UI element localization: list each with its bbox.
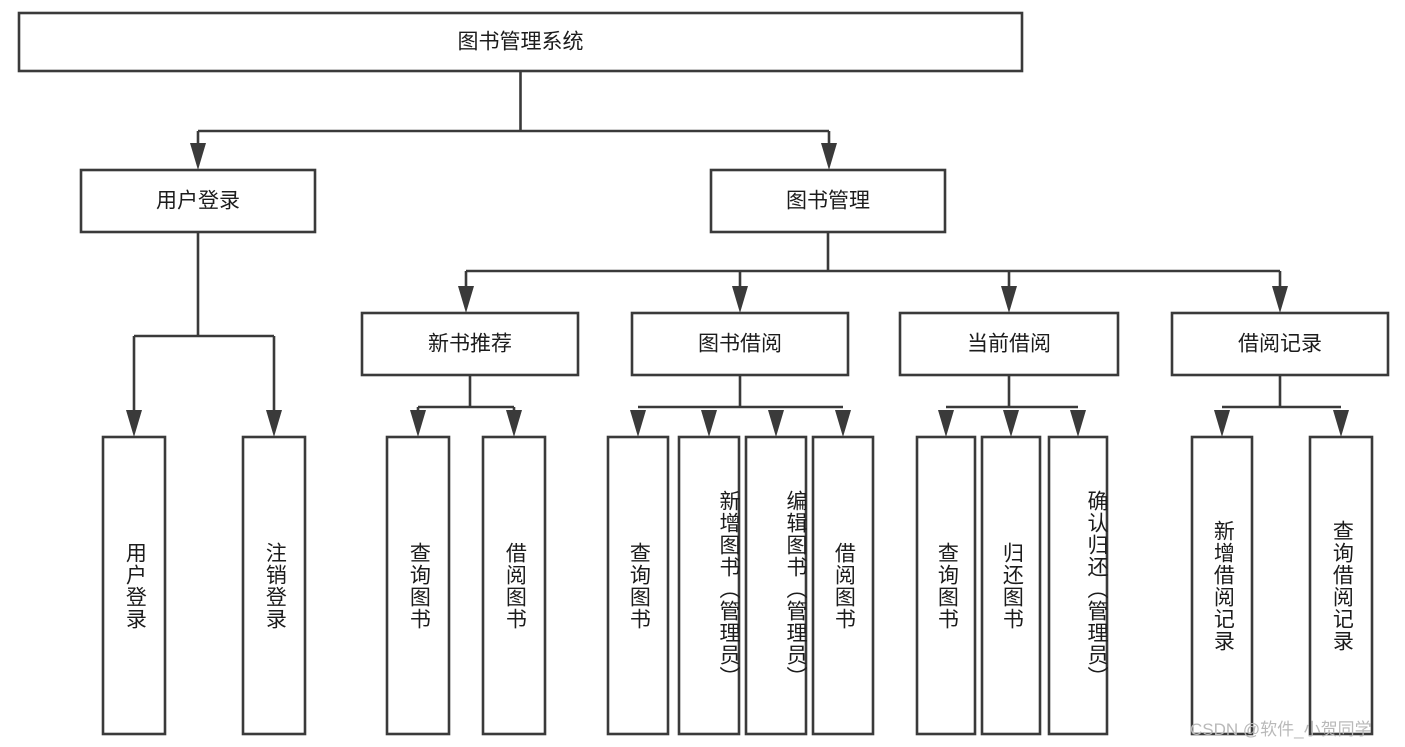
- arrow-head-icon: [1001, 286, 1017, 313]
- node-borrowing-records[interactable]: 借阅记录: [1170, 311, 1390, 377]
- node-current-borrowing-label: 当前借阅: [967, 333, 1051, 356]
- node-borrowing-records-label: 借阅记录: [1238, 333, 1322, 356]
- arrow-head-icon: [701, 410, 717, 437]
- leaf-box-add-book-admin[interactable]: [677, 435, 741, 736]
- node-root[interactable]: 图书管理系统: [17, 11, 1024, 73]
- leaf-box-query-books-bb[interactable]: [606, 435, 670, 736]
- leaf-box-borrow-books-bb[interactable]: [811, 435, 875, 736]
- arrow-head-icon: [458, 286, 474, 313]
- arrow-head-icon: [1214, 410, 1230, 437]
- leaf-box-user-login[interactable]: [101, 435, 167, 736]
- arrow-head-icon: [506, 410, 522, 437]
- node-current-borrowing[interactable]: 当前借阅: [898, 311, 1120, 377]
- leaf-box-confirm-return-admin[interactable]: [1047, 435, 1109, 736]
- connector-book-borrowing-to-leaves: [630, 375, 851, 437]
- node-new-book-recommendation-box: [360, 311, 580, 377]
- node-book-management-label: 图书管理: [786, 190, 870, 213]
- node-root-label: 图书管理系统: [458, 31, 584, 54]
- connector-borrowing-records-to-leaves: [1214, 375, 1349, 437]
- node-new-book-recommendation[interactable]: 新书推荐: [360, 311, 580, 377]
- arrow-head-icon: [835, 410, 851, 437]
- leaf-box-logout[interactable]: [241, 435, 307, 736]
- node-book-borrowing-label: 图书借阅: [698, 333, 782, 356]
- arrow-head-icon: [1333, 410, 1349, 437]
- arrow-head-icon: [126, 410, 142, 437]
- arrow-head-icon: [768, 410, 784, 437]
- node-user-login[interactable]: 用户登录: [79, 168, 317, 234]
- arrow-head-icon: [630, 410, 646, 437]
- connector-book-management-to-level3: [458, 232, 1288, 313]
- leaf-box-query-borrow-record[interactable]: [1308, 435, 1374, 736]
- leaf-box-return-books[interactable]: [980, 435, 1042, 736]
- leaf-boxes: [101, 435, 1374, 736]
- node-book-management[interactable]: 图书管理: [709, 168, 947, 234]
- leaf-box-add-borrow-record[interactable]: [1190, 435, 1254, 736]
- arrow-head-icon: [1272, 286, 1288, 313]
- arrow-head-icon: [410, 410, 426, 437]
- arrow-head-icon: [266, 410, 282, 437]
- node-book-management-box: [709, 168, 947, 234]
- node-book-borrowing[interactable]: 图书借阅: [630, 311, 850, 377]
- leaf-box-borrow-books-nbr[interactable]: [481, 435, 547, 736]
- connector-user-login-to-leaves: [126, 232, 282, 437]
- arrow-head-icon: [1070, 410, 1086, 437]
- arrow-head-icon: [821, 143, 837, 170]
- connector-current-borrowing-to-leaves: [938, 375, 1086, 437]
- leaf-box-edit-book-admin[interactable]: [744, 435, 808, 736]
- node-new-book-recommendation-label: 新书推荐: [428, 333, 512, 356]
- node-borrowing-records-box: [1170, 311, 1390, 377]
- connector-root-to-level2: [190, 71, 837, 170]
- csdn-watermark: CSDN @软件_小贺同学: [1190, 720, 1372, 739]
- arrow-head-icon: [938, 410, 954, 437]
- arrow-head-icon: [732, 286, 748, 313]
- arrow-head-icon: [1003, 410, 1019, 437]
- arrow-head-icon: [190, 143, 206, 170]
- node-root-box: [17, 11, 1024, 73]
- node-book-borrowing-box: [630, 311, 850, 377]
- connector-new-book-recommendation-to-leaves: [410, 375, 522, 437]
- leaf-box-query-books-nbr[interactable]: [385, 435, 451, 736]
- node-current-borrowing-box: [898, 311, 1120, 377]
- leaf-box-query-books-cb[interactable]: [915, 435, 977, 736]
- node-user-login-label: 用户登录: [156, 190, 240, 213]
